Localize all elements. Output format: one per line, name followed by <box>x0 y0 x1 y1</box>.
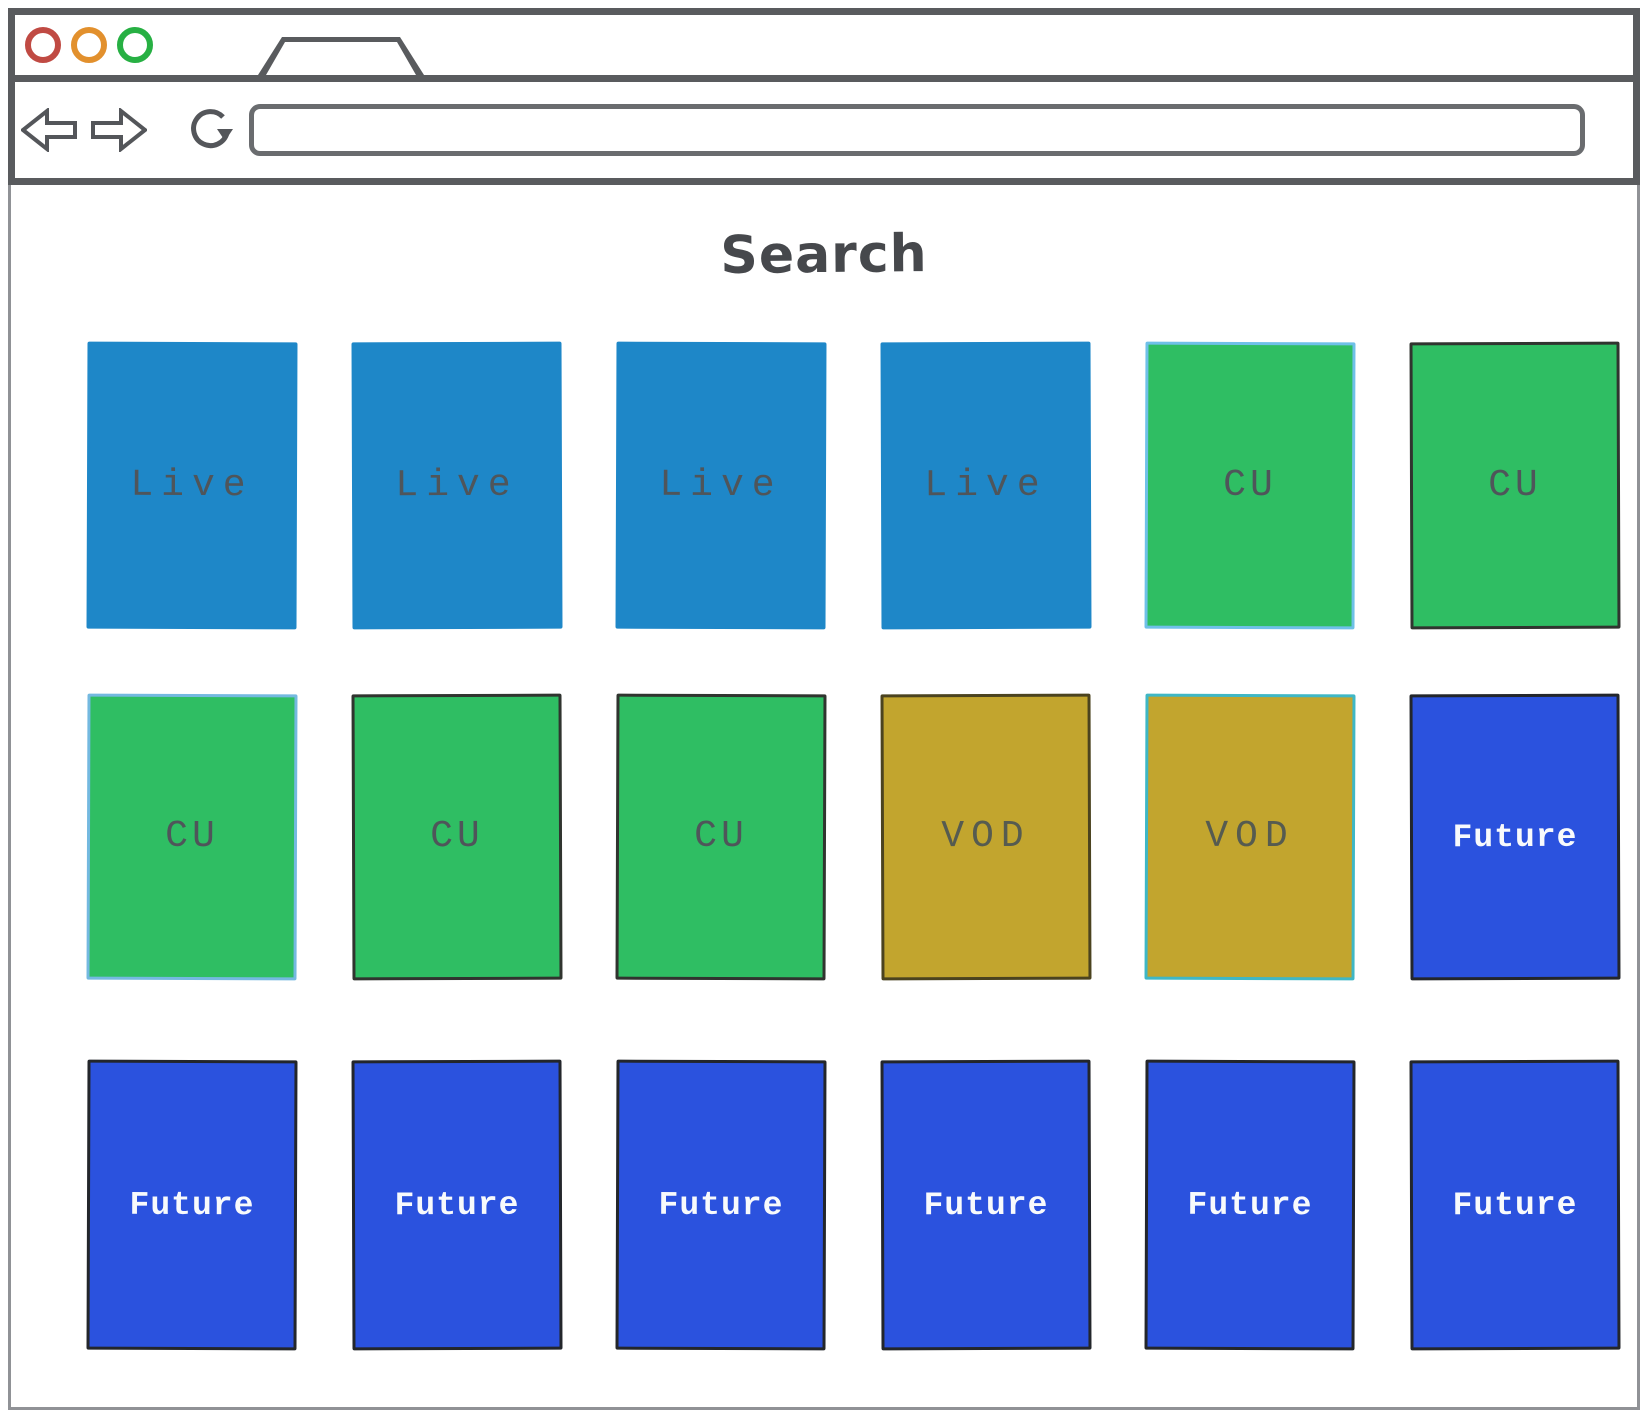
card-label: Live <box>924 463 1048 507</box>
traffic-light-maximize[interactable] <box>117 27 153 63</box>
card-vod-10[interactable]: VOD <box>880 693 1092 981</box>
forward-arrow-icon[interactable] <box>91 108 147 152</box>
card-label: CU <box>694 814 749 859</box>
card-label: VOD <box>940 814 1031 859</box>
card-label: CU <box>1488 463 1542 507</box>
card-label: CU <box>1223 463 1278 507</box>
traffic-lights <box>25 27 153 63</box>
results-grid: Live Live Live Live CU CU CU CU CU VOD V… <box>86 341 1621 1351</box>
page-title: Search <box>720 224 928 286</box>
card-label: Future <box>923 1186 1049 1224</box>
card-label: Future <box>1187 1186 1313 1224</box>
reload-icon[interactable] <box>189 105 237 155</box>
card-live-3[interactable]: Live <box>615 341 827 630</box>
card-vod-11[interactable]: VOD <box>1144 693 1356 981</box>
back-arrow-icon[interactable] <box>21 108 77 152</box>
card-label: Future <box>1452 1186 1578 1224</box>
card-cu-8[interactable]: CU <box>351 693 563 981</box>
card-future-13[interactable]: Future <box>86 1059 298 1351</box>
titlebar <box>15 15 1633 75</box>
toolbar <box>15 82 1633 178</box>
traffic-light-close[interactable] <box>25 27 61 63</box>
card-label: Live <box>659 463 783 507</box>
card-future-16[interactable]: Future <box>880 1059 1092 1351</box>
card-label: Future <box>1452 818 1578 856</box>
card-label: Live <box>130 463 254 507</box>
card-live-4[interactable]: Live <box>880 341 1092 630</box>
card-label: Future <box>658 1186 784 1224</box>
card-label: CU <box>429 814 484 859</box>
card-live-1[interactable]: Live <box>86 341 298 630</box>
card-label: CU <box>165 814 219 859</box>
browser-chrome <box>8 8 1640 185</box>
titlebar-divider <box>15 75 1633 82</box>
card-cu-9[interactable]: CU <box>615 693 827 981</box>
card-label: Live <box>394 463 519 507</box>
traffic-light-minimize[interactable] <box>71 27 107 63</box>
card-label: VOD <box>1205 814 1296 859</box>
browser-window: Search Live Live Live Live CU CU CU CU C… <box>8 8 1640 1410</box>
card-future-14[interactable]: Future <box>351 1059 563 1351</box>
card-label: Future <box>394 1186 520 1224</box>
card-cu-7[interactable]: CU <box>86 693 298 981</box>
card-future-17[interactable]: Future <box>1144 1059 1356 1351</box>
card-cu-5[interactable]: CU <box>1144 341 1356 630</box>
card-future-15[interactable]: Future <box>615 1059 827 1351</box>
card-future-18[interactable]: Future <box>1409 1059 1621 1351</box>
card-live-2[interactable]: Live <box>351 341 563 630</box>
card-label: Future <box>129 1186 255 1224</box>
browser-tab[interactable] <box>258 37 424 75</box>
card-cu-6[interactable]: CU <box>1409 341 1621 630</box>
page-content: Search Live Live Live Live CU CU CU CU C… <box>8 185 1640 1410</box>
card-future-12[interactable]: Future <box>1409 693 1621 981</box>
url-bar[interactable] <box>249 104 1585 156</box>
